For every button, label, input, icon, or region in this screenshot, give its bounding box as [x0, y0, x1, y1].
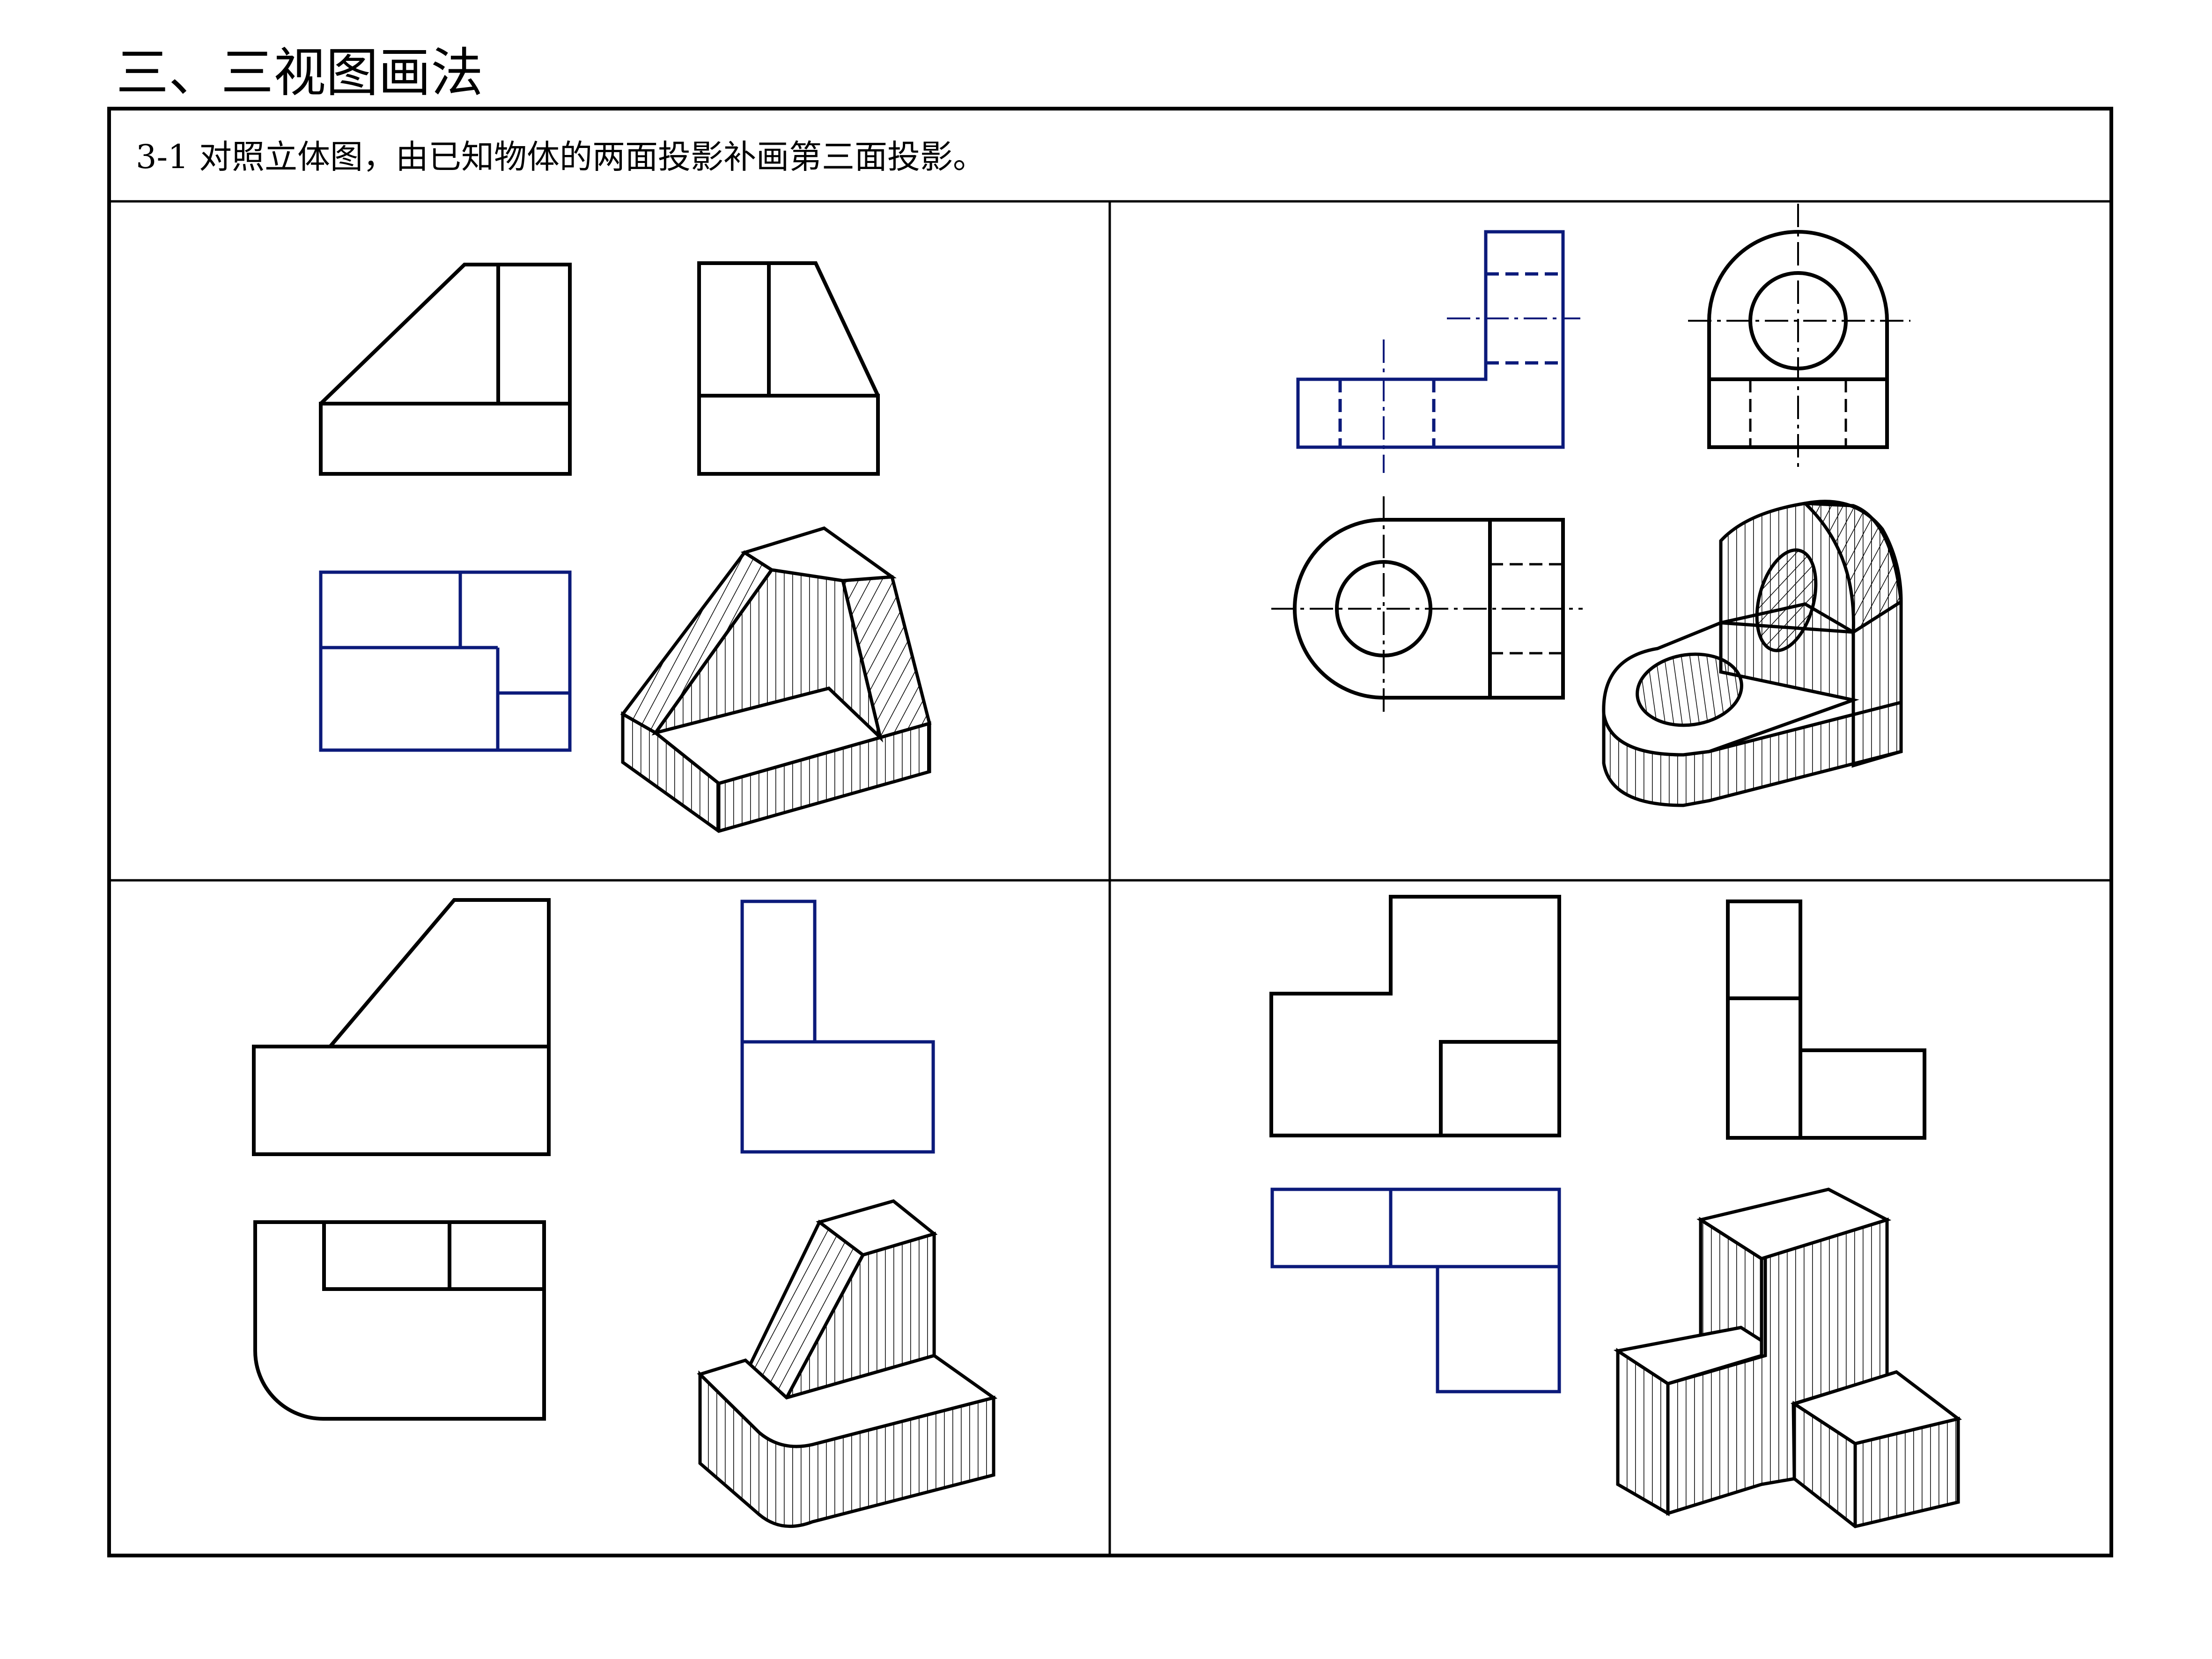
p1-isometric — [620, 526, 932, 833]
p2-top-view — [1271, 496, 1583, 716]
problem-2 — [1271, 204, 1910, 807]
p4-isometric — [1613, 1187, 1962, 1528]
problem-4 — [1269, 895, 1962, 1528]
p1-top-view-answer — [319, 570, 572, 752]
p3-top-view — [253, 1220, 546, 1421]
p4-side-view — [1726, 900, 1926, 1140]
p2-front-view-answer — [1296, 230, 1580, 473]
p3-isometric — [697, 1199, 998, 1528]
exercise-instruction: 3-1 对照立体图，由已知物体的两面投影补画第三面投影。 — [136, 138, 986, 176]
section-title: 三、三视图画法 — [116, 43, 483, 103]
p1-front-view — [319, 263, 572, 476]
worksheet-frame — [107, 107, 2113, 1557]
problem-1 — [319, 261, 932, 833]
p3-side-view-answer — [740, 900, 935, 1154]
p4-top-view-answer — [1270, 1187, 1561, 1394]
p2-isometric — [1602, 500, 1903, 807]
p2-side-view — [1688, 204, 1910, 468]
problem-3 — [252, 898, 998, 1528]
p3-front-view — [252, 898, 551, 1156]
p4-front-view — [1269, 895, 1561, 1137]
p1-side-view — [697, 261, 880, 476]
